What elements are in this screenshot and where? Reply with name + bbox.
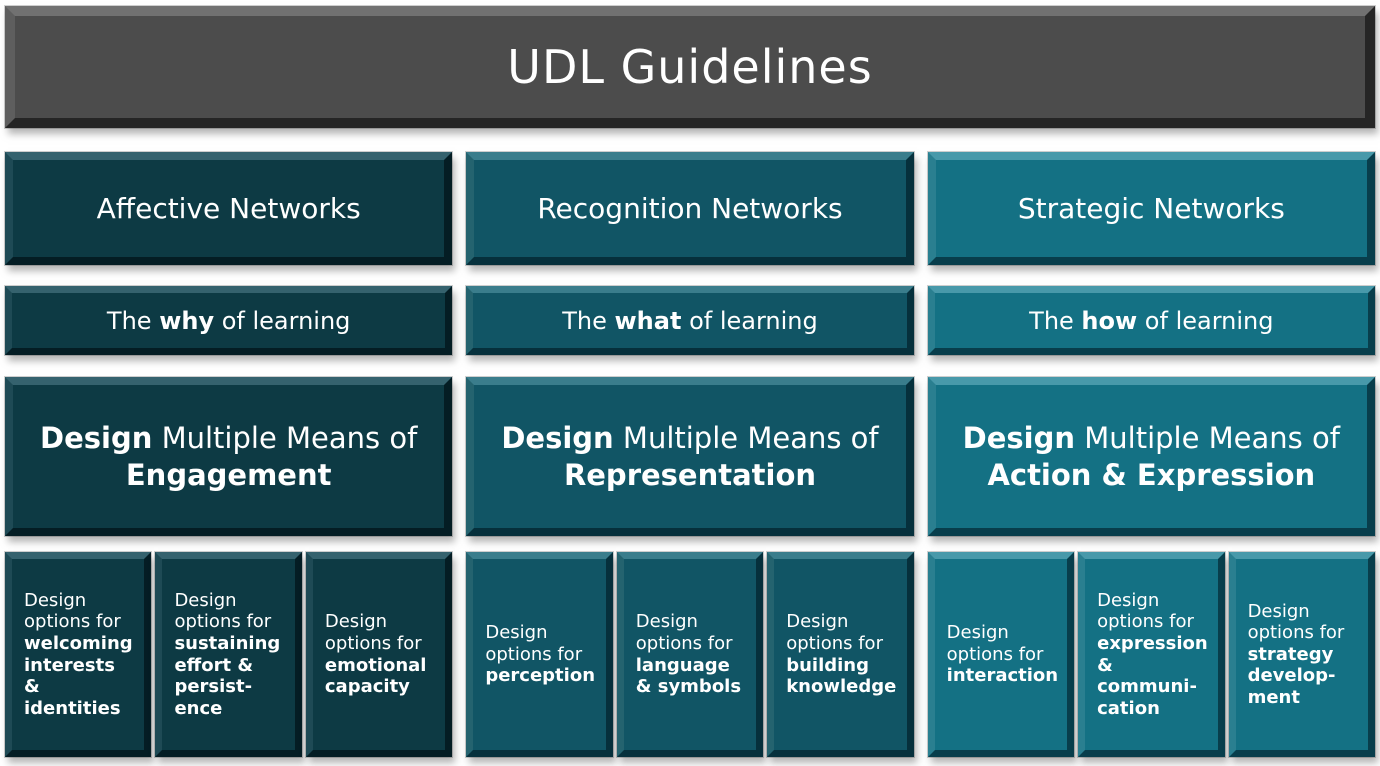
option-text: Design options for sustaining effort & p… (174, 589, 281, 719)
tagline-text: The how of learning (1029, 306, 1274, 335)
option-emotional-capacity: Design options for emotional capacity (305, 552, 453, 757)
option-text: Design options for welcoming interests &… (24, 589, 133, 719)
network-label: Affective Networks (96, 192, 361, 225)
tagline-emphasis: why (159, 306, 215, 335)
network-header-affective: Affective Networks (5, 152, 453, 265)
options-row-representation: Design options for perception Design opt… (466, 552, 914, 757)
tagline-text: The what of learning (562, 306, 818, 335)
option-strategy-development: Design options for strategy develop-ment (1228, 552, 1376, 757)
option-text: Design options for interaction (946, 622, 1059, 687)
columns-grid: Affective Networks The why of learning D… (5, 152, 1376, 757)
tagline-what: The what of learning (466, 286, 914, 355)
tagline-why: The why of learning (5, 286, 453, 355)
option-language-symbols: Design options for language & symbols (616, 552, 764, 757)
network-label: Strategic Networks (1017, 192, 1285, 225)
network-label: Recognition Networks (537, 192, 843, 225)
column-representation: Recognition Networks The what of learnin… (466, 152, 914, 757)
options-row-engagement: Design options for welcoming interests &… (5, 552, 453, 757)
option-building-knowledge: Design options for building knowledge (767, 552, 914, 757)
option-expression-communication: Design options for expression & communi-… (1078, 552, 1225, 757)
column-action-expression: Strategic Networks The how of learning D… (927, 152, 1376, 757)
option-text: Design options for emotional capacity (324, 611, 427, 698)
option-text: Design options for language & symbols (635, 611, 742, 698)
title-banner: UDL Guidelines (5, 6, 1375, 128)
tagline-how: The how of learning (927, 286, 1375, 355)
option-text: Design options for perception (485, 622, 596, 687)
option-text: Design options for building knowledge (786, 611, 897, 698)
column-engagement: Affective Networks The why of learning D… (5, 152, 453, 757)
tagline-emphasis: how (1081, 306, 1138, 335)
page-title: UDL Guidelines (507, 40, 873, 94)
option-welcoming-interests: Design options for welcoming interests &… (5, 552, 152, 757)
option-perception: Design options for perception (466, 552, 613, 757)
option-text: Design options for expression & communi-… (1097, 589, 1208, 719)
options-row-action-expression: Design options for interaction Design op… (927, 552, 1376, 757)
option-interaction: Design options for interaction (927, 552, 1075, 757)
option-text: Design options for strategy develop-ment (1247, 600, 1345, 708)
tagline-emphasis: what (614, 306, 682, 335)
network-header-strategic: Strategic Networks (927, 152, 1375, 265)
tagline-text: The why of learning (106, 306, 351, 335)
option-sustaining-effort: Design options for sustaining effort & p… (155, 552, 302, 757)
network-header-recognition: Recognition Networks (466, 152, 914, 265)
